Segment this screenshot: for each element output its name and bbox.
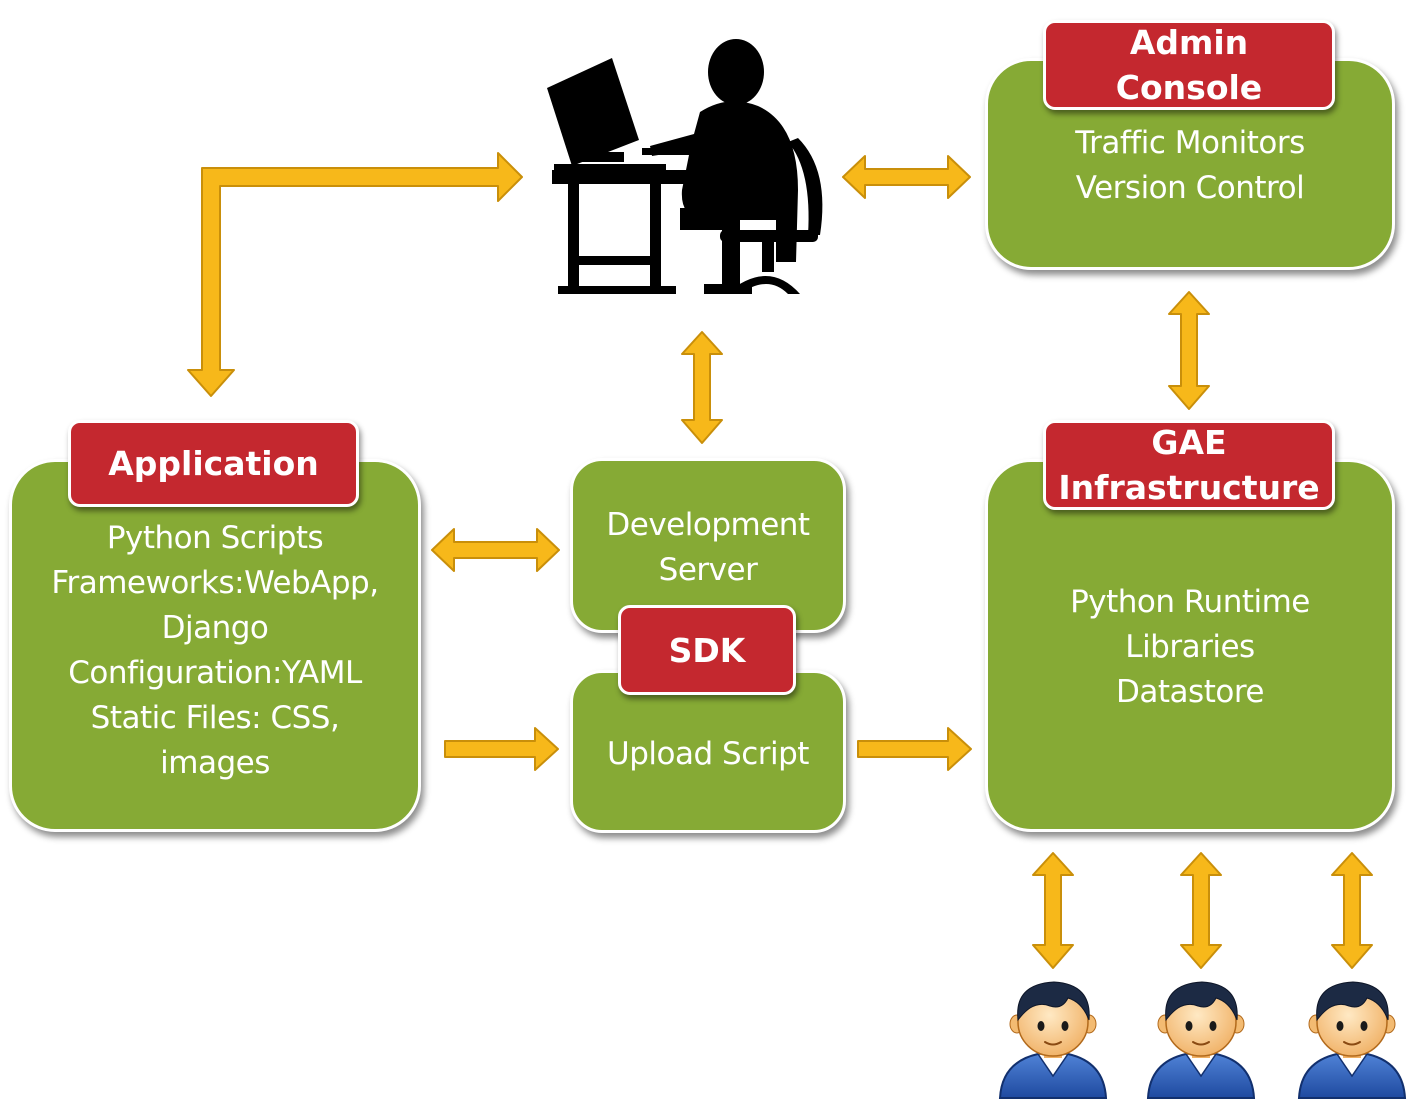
application-line: Configuration:YAML — [68, 655, 362, 691]
application-details: Python Scripts Frameworks:WebApp, Django… — [12, 516, 418, 786]
gae-infrastructure-line: Libraries — [1125, 629, 1255, 665]
application-box: Python Scripts Frameworks:WebApp, Django… — [9, 459, 421, 832]
arrow-admin-gae — [1168, 291, 1210, 410]
admin-console-tag-line: Admin — [1129, 23, 1249, 62]
sdk-tag: SDK — [618, 605, 796, 695]
development-server-box: Development Server — [570, 458, 846, 633]
admin-console-line: Traffic Monitors — [1075, 125, 1305, 161]
admin-console-line: Version Control — [1075, 170, 1305, 206]
arrow-upload-gae — [857, 727, 972, 771]
application-line: Django — [161, 610, 269, 646]
arrow-developer-application — [187, 152, 523, 397]
gae-infrastructure-tag: GAE Infrastructure — [1043, 420, 1335, 510]
upload-script-line: Upload Script — [607, 736, 809, 772]
gae-infrastructure-line: Datastore — [1116, 674, 1264, 710]
admin-console-details: Traffic Monitors Version Control — [988, 121, 1392, 211]
gae-infrastructure-box: Python Runtime Libraries Datastore — [985, 459, 1395, 832]
arrow-gae-user-3 — [1331, 852, 1373, 969]
admin-console-tag-line: Console — [1115, 68, 1263, 107]
gae-infrastructure-details: Python Runtime Libraries Datastore — [988, 580, 1392, 715]
developer-at-computer-icon — [547, 39, 823, 294]
arrow-gae-user-2 — [1180, 852, 1222, 969]
arrow-developer-devserver — [681, 331, 723, 444]
application-tag: Application — [68, 420, 359, 507]
application-line: Static Files: CSS, — [90, 700, 340, 736]
application-line: Python Scripts — [106, 520, 324, 556]
development-server-details: Development Server — [573, 503, 843, 593]
development-server-line: Server — [658, 552, 758, 588]
gae-infrastructure-tag-line: GAE — [1151, 423, 1227, 462]
arrow-gae-user-1 — [1032, 852, 1074, 969]
arrow-application-devserver — [431, 528, 560, 572]
upload-script-details: Upload Script — [573, 732, 843, 777]
application-line: images — [160, 745, 270, 781]
application-tag-label: Application — [108, 444, 319, 483]
application-line: Frameworks:WebApp, — [51, 565, 379, 601]
sdk-tag-label: SDK — [668, 630, 746, 670]
arrow-developer-admin-console — [842, 155, 971, 199]
development-server-line: Development — [606, 507, 810, 543]
admin-console-tag: Admin Console — [1043, 20, 1335, 110]
gae-infrastructure-line: Python Runtime — [1070, 584, 1310, 620]
arrow-application-upload — [444, 727, 559, 771]
gae-infrastructure-tag-line: Infrastructure — [1058, 468, 1320, 507]
